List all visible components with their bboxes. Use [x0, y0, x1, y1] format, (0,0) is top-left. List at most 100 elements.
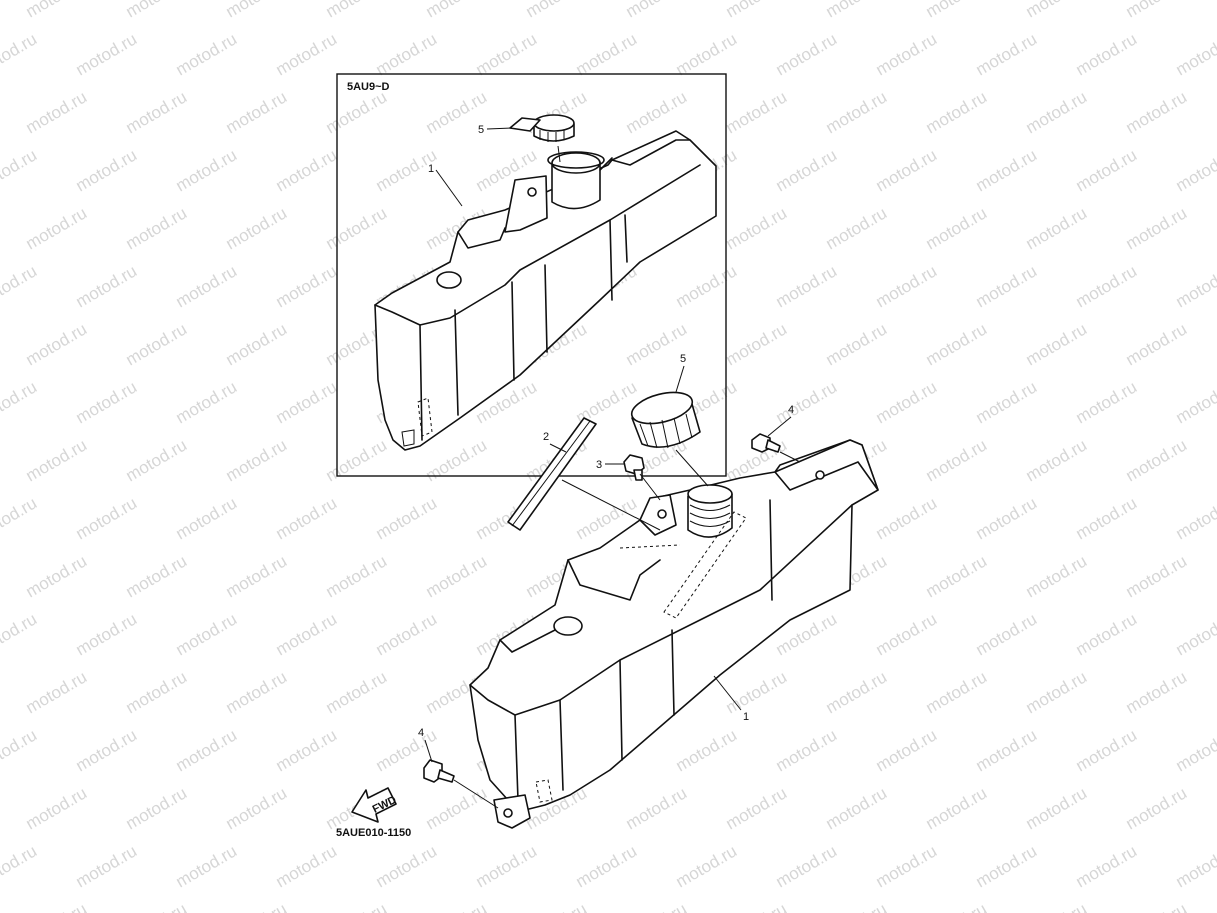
callout-1: 1 [743, 711, 749, 723]
watermark-text: motod.ru [923, 319, 991, 369]
inset-tank [374, 130, 717, 451]
hose [507, 417, 597, 531]
tank-cap [630, 391, 701, 449]
watermark-text: motod.ru [1073, 609, 1141, 659]
bolt-4-rear [751, 433, 781, 453]
watermark-text: motod.ru [473, 29, 541, 79]
watermark-text: motod.ru [623, 87, 691, 137]
watermark-text: motod.ru [223, 87, 291, 137]
watermark-text: motod.ru [1123, 667, 1191, 717]
watermark-text: motod.ru [973, 609, 1041, 659]
watermark-text: motod.ru [1173, 145, 1217, 195]
watermark-text: motod.ru [273, 145, 341, 195]
watermark-text: motod.ru [923, 0, 991, 21]
watermark-text: motod.ru [273, 609, 341, 659]
watermark-text: motod.ru [1023, 551, 1091, 601]
watermark-text: motod.ru [923, 899, 991, 913]
watermark-text: motod.ru [1123, 899, 1191, 913]
watermark-text: motod.ru [873, 29, 941, 79]
watermark-text: motod.ru [1173, 725, 1217, 775]
watermark-text: motod.ru [923, 87, 991, 137]
watermark-text: motod.ru [723, 319, 791, 369]
watermark-text: motod.ru [1023, 667, 1091, 717]
watermark-text: motod.ru [973, 29, 1041, 79]
watermark-text: motod.ru [373, 493, 441, 543]
watermark-text: motod.ru [1073, 841, 1141, 891]
watermark-text: motod.ru [223, 203, 291, 253]
watermark-text: motod.ru [1023, 435, 1091, 485]
watermark-text: motod.ru [223, 899, 291, 913]
watermark-text: motod.ru [273, 261, 341, 311]
watermark-text: motod.ru [723, 899, 791, 913]
watermark-text: motod.ru [223, 783, 291, 833]
watermark-text: motod.ru [23, 783, 91, 833]
bolt-3 [623, 454, 645, 481]
watermark-text: motod.ru [723, 783, 791, 833]
inset-callout-5: 5 [478, 124, 484, 136]
watermark-text: motod.ru [0, 29, 40, 79]
watermark-text: motod.ru [23, 667, 91, 717]
watermark-text: motod.ru [823, 319, 891, 369]
watermark-text: motod.ru [173, 725, 241, 775]
watermark-text: motod.ru [73, 377, 141, 427]
watermark-text: motod.ru [173, 29, 241, 79]
watermark-text: motod.ru [973, 145, 1041, 195]
watermark-text: motod.ru [1123, 783, 1191, 833]
watermark-text: motod.ru [173, 261, 241, 311]
watermark-text: motod.ru [273, 377, 341, 427]
watermark-text: motod.ru [1023, 783, 1091, 833]
watermark-text: motod.ru [73, 609, 141, 659]
watermark-text: motod.ru [1073, 261, 1141, 311]
callout-3: 3 [596, 459, 602, 471]
watermark-text: motod.ru [423, 0, 491, 21]
watermark-text: motod.ru [173, 493, 241, 543]
watermark-text: motod.ru [173, 609, 241, 659]
watermark-text: motod.ru [123, 0, 191, 21]
watermark-text: motod.ru [173, 377, 241, 427]
watermark-text: motod.ru [273, 841, 341, 891]
watermark-text: motod.ru [273, 725, 341, 775]
watermark-text: motod.ru [0, 377, 40, 427]
watermark-text: motod.ru [323, 0, 391, 21]
watermark-text: motod.ru [273, 493, 341, 543]
watermark-text: motod.ru [973, 493, 1041, 543]
callout-4-front: 4 [418, 727, 424, 739]
inset-callout-1: 1 [428, 163, 434, 175]
watermark-text: motod.ru [873, 261, 941, 311]
inset-variant-label: 5AU9~D [347, 81, 390, 93]
watermark-text: motod.ru [223, 667, 291, 717]
watermark-text: motod.ru [323, 87, 391, 137]
watermark-text: motod.ru [573, 29, 641, 79]
watermark-text: motod.ru [573, 841, 641, 891]
watermark-text: motod.ru [123, 435, 191, 485]
watermark-text: motod.ru [1123, 435, 1191, 485]
watermark-text: motod.ru [123, 899, 191, 913]
watermark-text: motod.ru [373, 841, 441, 891]
watermark-text: motod.ru [1023, 899, 1091, 913]
watermark-text: motod.ru [473, 841, 541, 891]
watermark-text: motod.ru [673, 841, 741, 891]
watermark-text: motod.ru [0, 609, 40, 659]
watermark-text: motod.ru [23, 551, 91, 601]
callout-4-rear: 4 [788, 404, 794, 416]
watermark-text: motod.ru [823, 203, 891, 253]
watermark-text: motod.ru [223, 319, 291, 369]
diagram-code: 5AUE010-1150 [336, 827, 411, 839]
watermark-text: motod.ru [1023, 0, 1091, 21]
watermark-text: motod.ru [73, 725, 141, 775]
watermark-text: motod.ru [0, 145, 40, 195]
watermark-text: motod.ru [23, 435, 91, 485]
watermark-text: motod.ru [1073, 493, 1141, 543]
watermark-text: motod.ru [23, 319, 91, 369]
watermark-text: motod.ru [723, 203, 791, 253]
watermark-text: motod.ru [823, 899, 891, 913]
watermark-text: motod.ru [73, 145, 141, 195]
watermark-text: motod.ru [1023, 319, 1091, 369]
watermark-text: motod.ru [23, 899, 91, 913]
watermark-text: motod.ru [673, 261, 741, 311]
watermark-text: motod.ru [1173, 377, 1217, 427]
watermark-text: motod.ru [773, 145, 841, 195]
watermark-text: motod.ru [1073, 377, 1141, 427]
